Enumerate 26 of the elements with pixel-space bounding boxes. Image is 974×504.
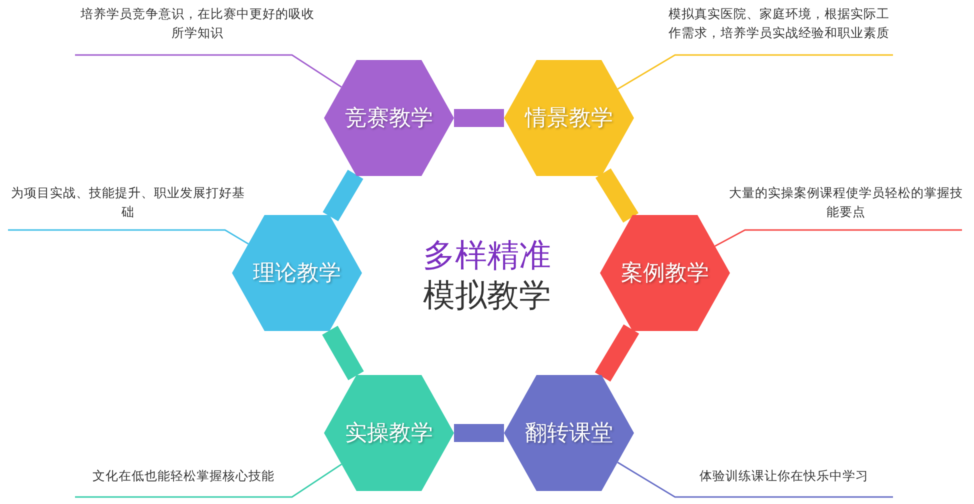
hexagon-label: 竞赛教学: [345, 105, 433, 133]
connector-bar: [454, 109, 504, 127]
description-text: 模拟真实医院、家庭环境，根据实际工作需求，培养学员实战经验和职业素质: [665, 4, 893, 55]
hexagon-label: 翻转课堂: [525, 420, 613, 448]
center-title: 模拟教学: [422, 276, 552, 314]
leader-line: [617, 54, 893, 90]
description-text: 文化在低也能轻松掌握核心技能: [75, 466, 292, 497]
connector-bar: [595, 168, 639, 223]
hexagon-label: 案例教学: [621, 260, 709, 288]
description-text: 大量的实操案例课程使学员轻松的掌握技能要点: [728, 183, 964, 230]
description-text: 培养学员竞争意识，在比赛中更好的吸收所学知识: [75, 4, 320, 55]
leader-line: [714, 229, 962, 247]
leader-line: [617, 462, 893, 498]
leader-line: [75, 54, 342, 88]
center-title: 多样精准: [422, 236, 552, 274]
leader-line: [8, 229, 249, 245]
description-text: 体验训练课让你在快乐中学习: [675, 466, 893, 497]
hexagon-label: 实操教学: [345, 420, 433, 448]
connector-bar: [594, 324, 640, 382]
connector-bar: [454, 424, 504, 442]
description-text: 为项目实战、技能提升、职业发展打好基础: [8, 183, 248, 230]
hexagon-label: 情景教学: [525, 105, 613, 133]
connector-bar: [322, 170, 364, 222]
leader-line: [75, 464, 342, 498]
hexagon-label: 理论教学: [253, 260, 341, 288]
connector-bar: [322, 326, 364, 380]
